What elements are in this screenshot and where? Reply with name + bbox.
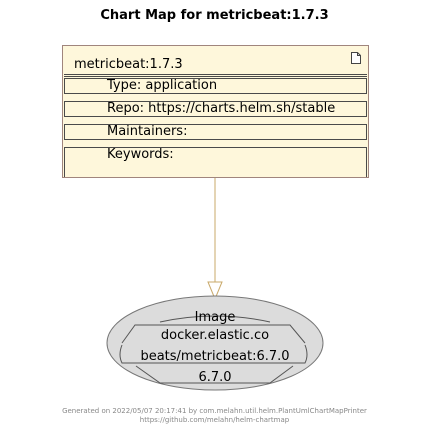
chart-maintainers: Maintainers: xyxy=(107,124,188,139)
chart-node: metricbeat:1.7.3 Type: application Repo:… xyxy=(62,45,369,178)
chart-name-divider xyxy=(64,74,367,77)
document-icon xyxy=(351,52,361,64)
chart-repo: Repo: https://charts.helm.sh/stable xyxy=(107,101,336,116)
image-registry: docker.elastic.co xyxy=(160,328,270,343)
chart-keywords-row: Keywords: xyxy=(64,147,367,177)
chart-type-row: Type: application xyxy=(64,78,367,94)
image-header: Image xyxy=(194,310,236,325)
image-tag: 6.7.0 xyxy=(198,370,232,385)
footer-line-1: Generated on 2022/05/07 20:17:41 by com.… xyxy=(62,407,367,415)
generated-footer: Generated on 2022/05/07 20:17:41 by com.… xyxy=(0,407,429,425)
chart-keywords: Keywords: xyxy=(107,147,174,162)
chart-repo-row: Repo: https://charts.helm.sh/stable xyxy=(64,101,367,117)
image-repository: beats/metricbeat:6.7.0 xyxy=(140,349,290,364)
chart-name: metricbeat:1.7.3 xyxy=(74,57,183,72)
footer-line-2: https://github.com/melahn/helm-chartmap xyxy=(139,416,290,424)
chart-type: Type: application xyxy=(107,78,218,93)
chart-maintainers-row: Maintainers: xyxy=(64,124,367,140)
diagram-title: Chart Map for metricbeat:1.7.3 xyxy=(100,8,329,23)
